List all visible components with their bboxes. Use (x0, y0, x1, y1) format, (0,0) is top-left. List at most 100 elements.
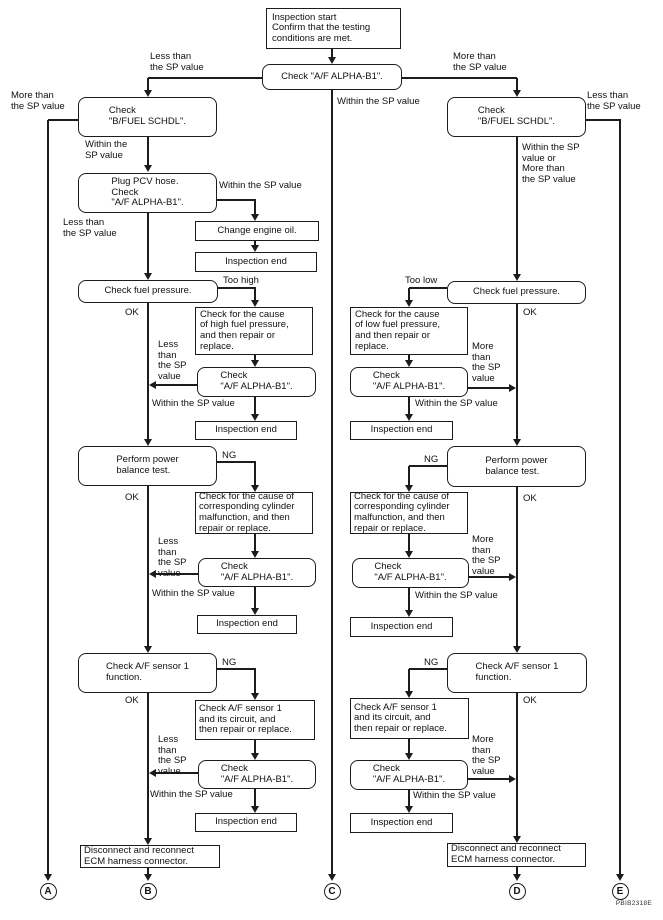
edge-label-line: Within the SP value (415, 590, 498, 601)
edge-label-line: More (472, 341, 494, 352)
node-text-line: Inspection start (272, 11, 337, 23)
arrowhead-down (251, 300, 259, 307)
arrowhead-down (405, 806, 413, 813)
check-af-alpha-right-box-3: Check"A/F ALPHA-B1". (350, 760, 468, 790)
edge-label-too-low: Too low (405, 275, 437, 287)
edge-label-line: More (472, 734, 494, 745)
inspection-end-box-1: Inspection end (195, 252, 317, 272)
edge-label-ng-left-1: NG (222, 450, 236, 462)
arrowhead-down (513, 274, 521, 281)
arrowhead-down (251, 608, 259, 615)
node-text-line: Check A/F sensor 1 (475, 661, 559, 673)
arrowhead-down (405, 360, 413, 367)
edge-label-within-pcv: Within the SP value (219, 180, 302, 192)
node-text-line: Plug PCV hose. (111, 176, 179, 188)
node-text-line: Check (372, 763, 400, 775)
node-text-line: Check (477, 105, 505, 117)
arrowhead-down (405, 610, 413, 617)
node-text-line: Check A/F sensor 1 (106, 661, 189, 673)
terminal-letter: D (513, 885, 521, 897)
node-text-line: Check for the cause (355, 308, 440, 320)
node-text-line: Inspection end (225, 255, 287, 267)
node-text: Inspection end (371, 621, 433, 633)
node-text-line: function. (106, 672, 142, 683)
node-text: Inspection end (225, 255, 287, 268)
terminal-letter: A (44, 885, 52, 897)
inspection-end-box-3: Inspection end (197, 615, 297, 634)
arrowhead-down (405, 485, 413, 492)
connector-line (147, 303, 149, 440)
edge-label-line: the SP value (11, 100, 65, 112)
connector-line (408, 739, 410, 754)
edge-label-line: More than (453, 51, 496, 62)
inspection-end-box-5: Inspection end (350, 421, 453, 440)
connector-line (468, 778, 510, 780)
edge-label-line: the SP value (453, 61, 507, 73)
node-text-line: ECM harness connector. (84, 855, 189, 867)
edge-label-ng-left-2: NG (222, 657, 236, 669)
connector-line (217, 199, 256, 201)
arrowhead-down (251, 245, 259, 252)
edge-label-line: the SP (158, 557, 187, 569)
node-text-line: "B/FUEL SCHDL". (477, 116, 556, 127)
edge-label-line: value or (522, 152, 556, 164)
edge-label-line: OK (125, 492, 139, 503)
edge-label-line: than (158, 546, 177, 558)
terminal-a: A (39, 882, 57, 900)
connector-line (254, 669, 256, 694)
arrowhead-down (144, 165, 152, 172)
figure-code: PBIB2318E (615, 900, 652, 907)
edge-label-line: Within the (85, 139, 128, 150)
connector-line (147, 137, 149, 167)
edge-label-line: value (158, 765, 181, 777)
node-text-line: "A/F ALPHA-B1". (220, 773, 294, 785)
connector-line (147, 213, 149, 274)
arrowhead-down (251, 753, 259, 760)
node-text-line: replace. (355, 340, 389, 352)
arrowhead-down (251, 485, 259, 492)
edge-label-line: Within the SP value (337, 96, 420, 107)
arrowhead-down (144, 838, 152, 845)
arrowhead-right (509, 775, 516, 783)
terminal-e: E (611, 882, 629, 900)
node-text-line: Check for the cause (200, 308, 285, 320)
node-text-line: Disconnect and reconnect (451, 843, 561, 855)
connector-line (409, 287, 447, 289)
inspection-end-box-2: Inspection end (195, 421, 297, 440)
node-text-line: Disconnect and reconnect (84, 844, 194, 856)
node-text-line: ECM harness connector. (451, 854, 556, 865)
node-text-line: Inspection end (370, 816, 433, 828)
terminal-d: D (508, 882, 526, 900)
node-text-line: and its circuit, and (199, 713, 276, 725)
arrowhead-down (328, 57, 336, 64)
arrowhead-down (144, 646, 152, 653)
edge-label-line: value (472, 565, 495, 577)
edge-label-line: than (158, 744, 177, 756)
node-text-line: malfunction, and then (354, 512, 445, 523)
arrowhead-down (513, 874, 521, 881)
connector-line (402, 77, 517, 79)
edge-label-ok-left-2: OK (125, 492, 139, 504)
edge-label-line: Too high (223, 275, 259, 286)
connector-line (331, 49, 333, 58)
node-text-line: Check A/F sensor 1 (354, 701, 437, 713)
arrowhead-right (509, 384, 516, 392)
arrowhead-down (251, 214, 259, 221)
edge-label-line: the SP value (587, 100, 641, 112)
node-text: Check"B/FUEL SCHDL". (478, 106, 555, 127)
node-text: Check"A/F ALPHA-B1". (373, 764, 445, 785)
arrowhead-down (405, 691, 413, 698)
node-text-line: then repair or replace. (354, 722, 447, 734)
